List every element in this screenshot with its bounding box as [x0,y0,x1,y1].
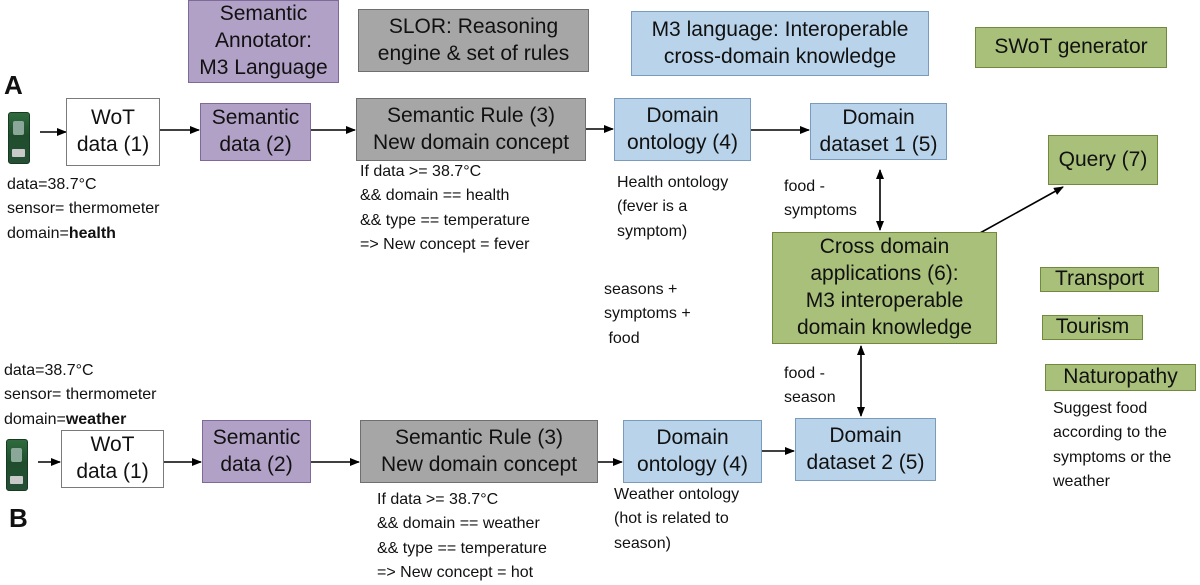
wot-data-b: WoT data (1) [61,430,164,488]
query-box: Query (7) [1048,135,1158,185]
legend-semantic-annotator: Semantic Annotator: M3 Language [188,0,339,83]
link-food-season: food - season [784,365,836,407]
domain-dataset-1: Domain dataset 1 (5) [810,103,947,160]
wot-data-a: WoT data (1) [66,98,160,166]
sensor-note-a: data=38.7°C sensor= thermometer domain=h… [7,176,160,242]
rule-note-b: If data >= 38.7°C && domain == weather &… [377,491,547,581]
app-tourism: Tourism [1042,315,1143,340]
domain-dataset-2: Domain dataset 2 (5) [795,418,936,481]
cross-domain-box: Cross domain applications (6): M3 intero… [772,232,997,344]
domain-ontology-b: Domain ontology (4) [623,420,762,483]
semantic-rule-b: Semantic Rule (3) New domain concept [360,420,598,483]
ontology-note-a: Health ontology (fever is a symptom) [617,174,729,240]
semantic-data-a: Semantic data (2) [200,103,311,161]
semantic-data-b: Semantic data (2) [202,420,311,483]
legend-m3-language: M3 language: Interoperable cross-domain … [631,11,929,76]
sensor-note-b: data=38.7°C sensor= thermometer domain=w… [4,362,157,428]
legend-swot-generator: SWoT generator [975,27,1167,68]
domain-ontology-a: Domain ontology (4) [614,98,751,161]
app-naturopathy: Naturopathy [1045,364,1196,391]
label-a: A [4,70,23,100]
sensor-domain-a: health [68,224,116,242]
sensor-a-icon [8,112,30,164]
arrow-cross-query [979,186,1064,234]
legend-slor: SLOR: Reasoning engine & set of rules [358,9,589,72]
naturopathy-note: Suggest food according to the symptoms o… [1053,400,1172,490]
semantic-rule-a: Semantic Rule (3) New domain concept [356,98,586,161]
app-transport: Transport [1040,267,1159,292]
ontology-note-b: Weather ontology (hot is related to seas… [614,486,740,552]
rule-note-a: If data >= 38.7°C && domain == health &&… [360,163,530,253]
label-b: B [9,503,28,533]
sensor-b-icon [6,439,28,491]
link-food-symptoms: food - symptoms [784,178,857,220]
middle-note: seasons + symptoms + food [604,281,691,347]
sensor-domain-b: weather [65,410,127,428]
